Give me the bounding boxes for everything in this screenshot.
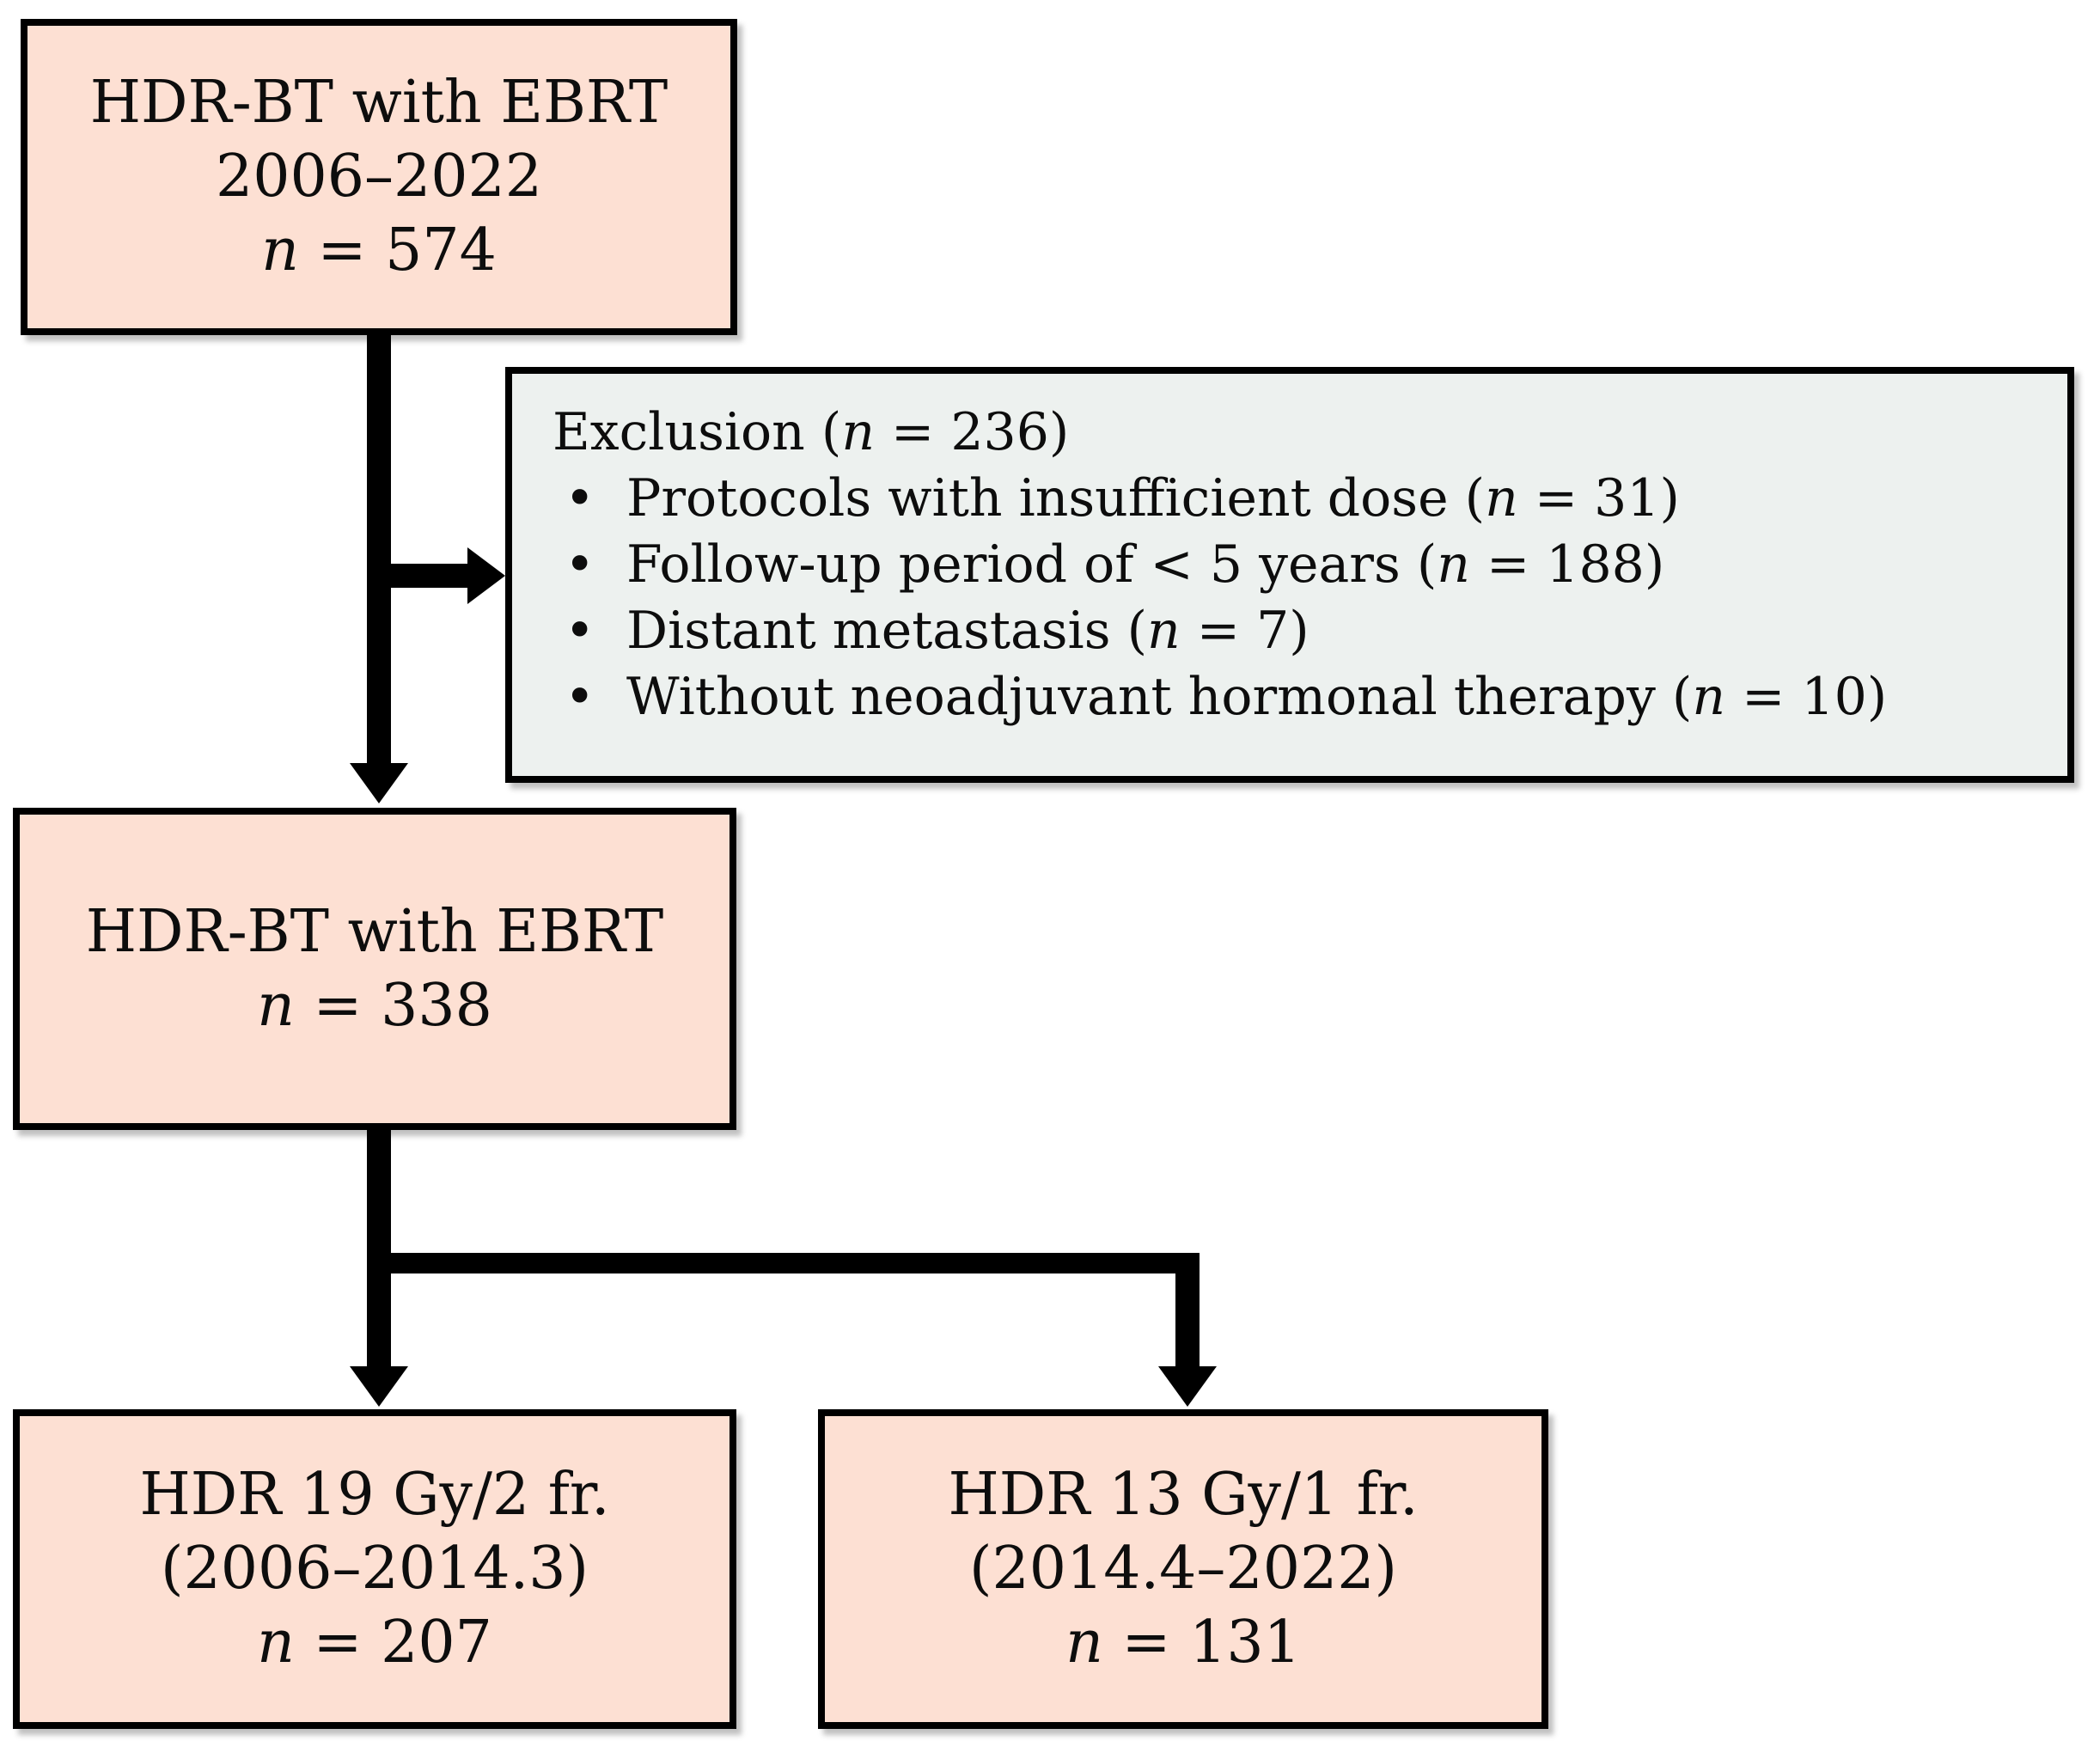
arm13-title: HDR 13 Gy/1 fr. (948, 1461, 1419, 1529)
arm19-title: HDR 19 Gy/2 fr. (139, 1461, 610, 1529)
n-symbol: n (841, 402, 875, 462)
arm19-period: (2006–2014.3) (160, 1535, 589, 1603)
eligible-title: HDR-BT with EBRT (85, 897, 664, 966)
arrowhead-into-exclusion (467, 547, 505, 604)
n-value: = 7) (1180, 601, 1309, 661)
n-symbol: n (1437, 534, 1470, 595)
arrowhead-into-eligible (350, 763, 408, 803)
item-text: Protocols with insufficient dose ( (626, 468, 1486, 528)
n-value: = 574 (298, 217, 497, 284)
initial-period: 2006–2022 (215, 143, 543, 211)
bullet-icon: • (565, 468, 595, 528)
exclusion-item-text: Distant metastasis (n = 7) (626, 598, 1309, 664)
n-value: = 188) (1469, 534, 1665, 595)
initial-title: HDR-BT with EBRT (89, 69, 668, 137)
n-value: = 131 (1102, 1609, 1301, 1677)
bullet-icon: • (565, 601, 595, 661)
exclusion-header: Exclusion (n = 236) (552, 400, 1069, 466)
exclusion-item-text: Protocols with insufficient dose (n = 31… (626, 466, 1680, 532)
n-symbol: n (1147, 601, 1181, 661)
item-text: Without neoadjuvant hormonal therapy ( (626, 667, 1693, 727)
n-value: = 338 (294, 971, 492, 1040)
bullet-icon: • (565, 534, 595, 595)
arrowhead-into-arm19 (350, 1366, 408, 1407)
arm13-period: (2014.4–2022) (968, 1535, 1398, 1603)
exclusion-item: • Follow-up period of < 5 years (n = 188… (552, 532, 1664, 598)
exclusion-header-text: Exclusion ( (552, 402, 842, 462)
bullet-icon: • (565, 667, 595, 727)
n-symbol: n (261, 217, 299, 284)
connector-eligible-down (367, 1130, 391, 1366)
box-arm-13gy: HDR 13 Gy/1 fr. (2014.4–2022) n = 131 (818, 1409, 1548, 1729)
n-value: = 207 (294, 1609, 492, 1677)
connector-branch-right-down (1175, 1253, 1200, 1366)
n-value: = 236) (874, 402, 1070, 462)
box-arm-19gy: HDR 19 Gy/2 fr. (2006–2014.3) n = 207 (13, 1409, 736, 1729)
item-text: Follow-up period of < 5 years ( (626, 534, 1438, 595)
n-symbol: n (257, 971, 295, 1040)
branch-horizontal-bar (367, 1253, 1200, 1273)
n-value: = 31) (1517, 468, 1680, 528)
arm13-count: n = 131 (1065, 1606, 1301, 1680)
exclusion-item-text: Follow-up period of < 5 years (n = 188) (626, 532, 1664, 598)
arrowhead-into-arm13 (1158, 1366, 1217, 1407)
item-text: Distant metastasis ( (626, 601, 1148, 661)
exclusion-item-text: Without neoadjuvant hormonal therapy (n … (626, 664, 1887, 730)
initial-count: n = 574 (261, 214, 497, 288)
exclusion-item: • Protocols with insufficient dose (n = … (552, 466, 1680, 532)
box-eligible-cohort: HDR-BT with EBRT n = 338 (13, 808, 736, 1130)
n-symbol: n (257, 1609, 295, 1677)
n-symbol: n (1485, 468, 1518, 528)
n-value: = 10) (1725, 667, 1888, 727)
exclusion-item: • Without neoadjuvant hormonal therapy (… (552, 664, 1887, 730)
box-initial-cohort: HDR-BT with EBRT 2006–2022 n = 574 (21, 19, 737, 335)
eligible-count: n = 338 (257, 969, 492, 1043)
box-exclusion: Exclusion (n = 236) • Protocols with ins… (505, 367, 2074, 783)
connector-initial-down (367, 335, 391, 763)
exclusion-item: • Distant metastasis (n = 7) (552, 598, 1309, 664)
arm19-count: n = 207 (257, 1606, 492, 1680)
connector-to-exclusion (391, 564, 473, 588)
n-symbol: n (1065, 1609, 1103, 1677)
n-symbol: n (1692, 667, 1725, 727)
